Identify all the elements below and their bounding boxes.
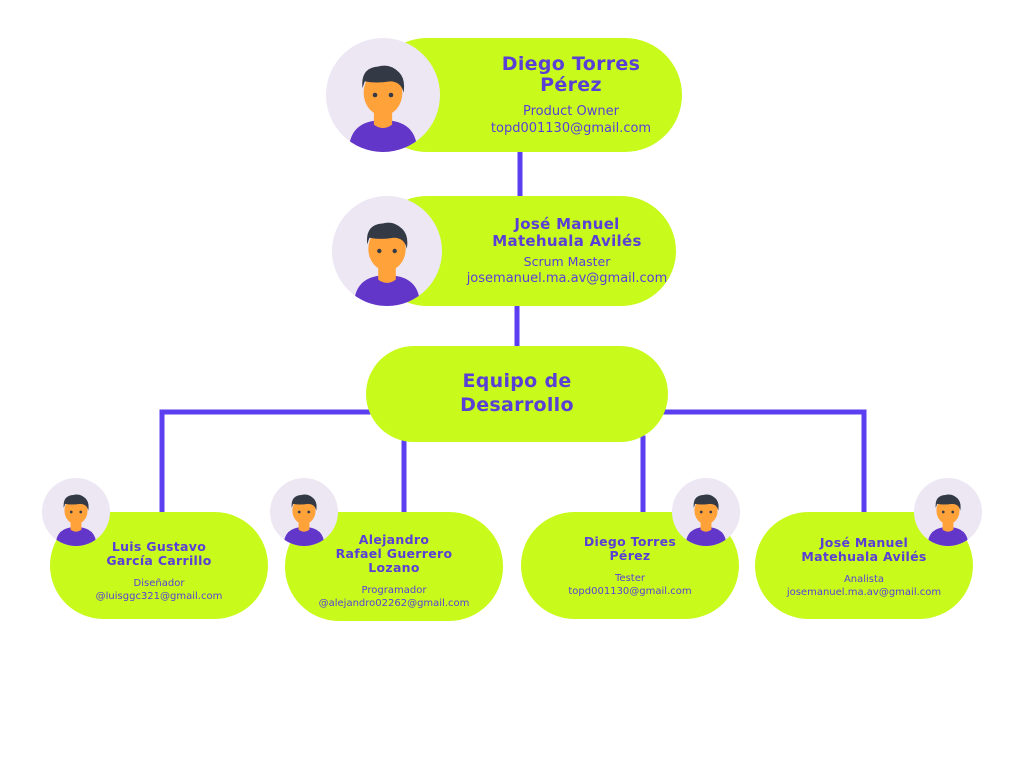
member-email: topd001130@gmail.com [568, 585, 692, 597]
person-avatar-icon [914, 478, 982, 546]
team-name: Equipo de Desarrollo [460, 370, 574, 416]
scrum-master-email: josemanuel.ma.av@gmail.com [466, 270, 668, 286]
member-name: José Manuel Matehuala Avilés [801, 534, 927, 564]
product-owner-name: Diego Torres Pérez [501, 52, 641, 96]
person-avatar-icon [672, 478, 740, 546]
product-owner-email: topd001130@gmail.com [490, 121, 652, 137]
product-owner-role: Product Owner [523, 104, 619, 120]
member-email: @luisggc321@gmail.com [95, 590, 223, 602]
member-name: Diego Torres Pérez [583, 533, 677, 563]
member-email: josemanuel.ma.av@gmail.com [786, 586, 942, 598]
person-avatar-icon [270, 478, 338, 546]
member-email: @alejandro02262@gmail.com [318, 597, 470, 609]
scrum-master-name: José Manuel Matehuala Avilés [492, 215, 642, 250]
team-card: Equipo de Desarrollo [366, 346, 668, 442]
person-avatar-icon [332, 196, 442, 306]
person-avatar-icon [326, 38, 440, 152]
member-role: Tester [615, 572, 645, 584]
member-card-1: Luis Gustavo García Carrillo Diseñador @… [50, 512, 268, 619]
member-role: Programador [361, 584, 427, 596]
person-avatar-icon [42, 478, 110, 546]
member-role: Diseñador [133, 577, 185, 589]
member-role: Analista [843, 573, 885, 585]
member-name: Alejandro Rafael Guerrero Lozano [335, 531, 453, 575]
scrum-master-role: Scrum Master [523, 253, 611, 269]
member-name: Luis Gustavo García Carrillo [106, 538, 212, 568]
